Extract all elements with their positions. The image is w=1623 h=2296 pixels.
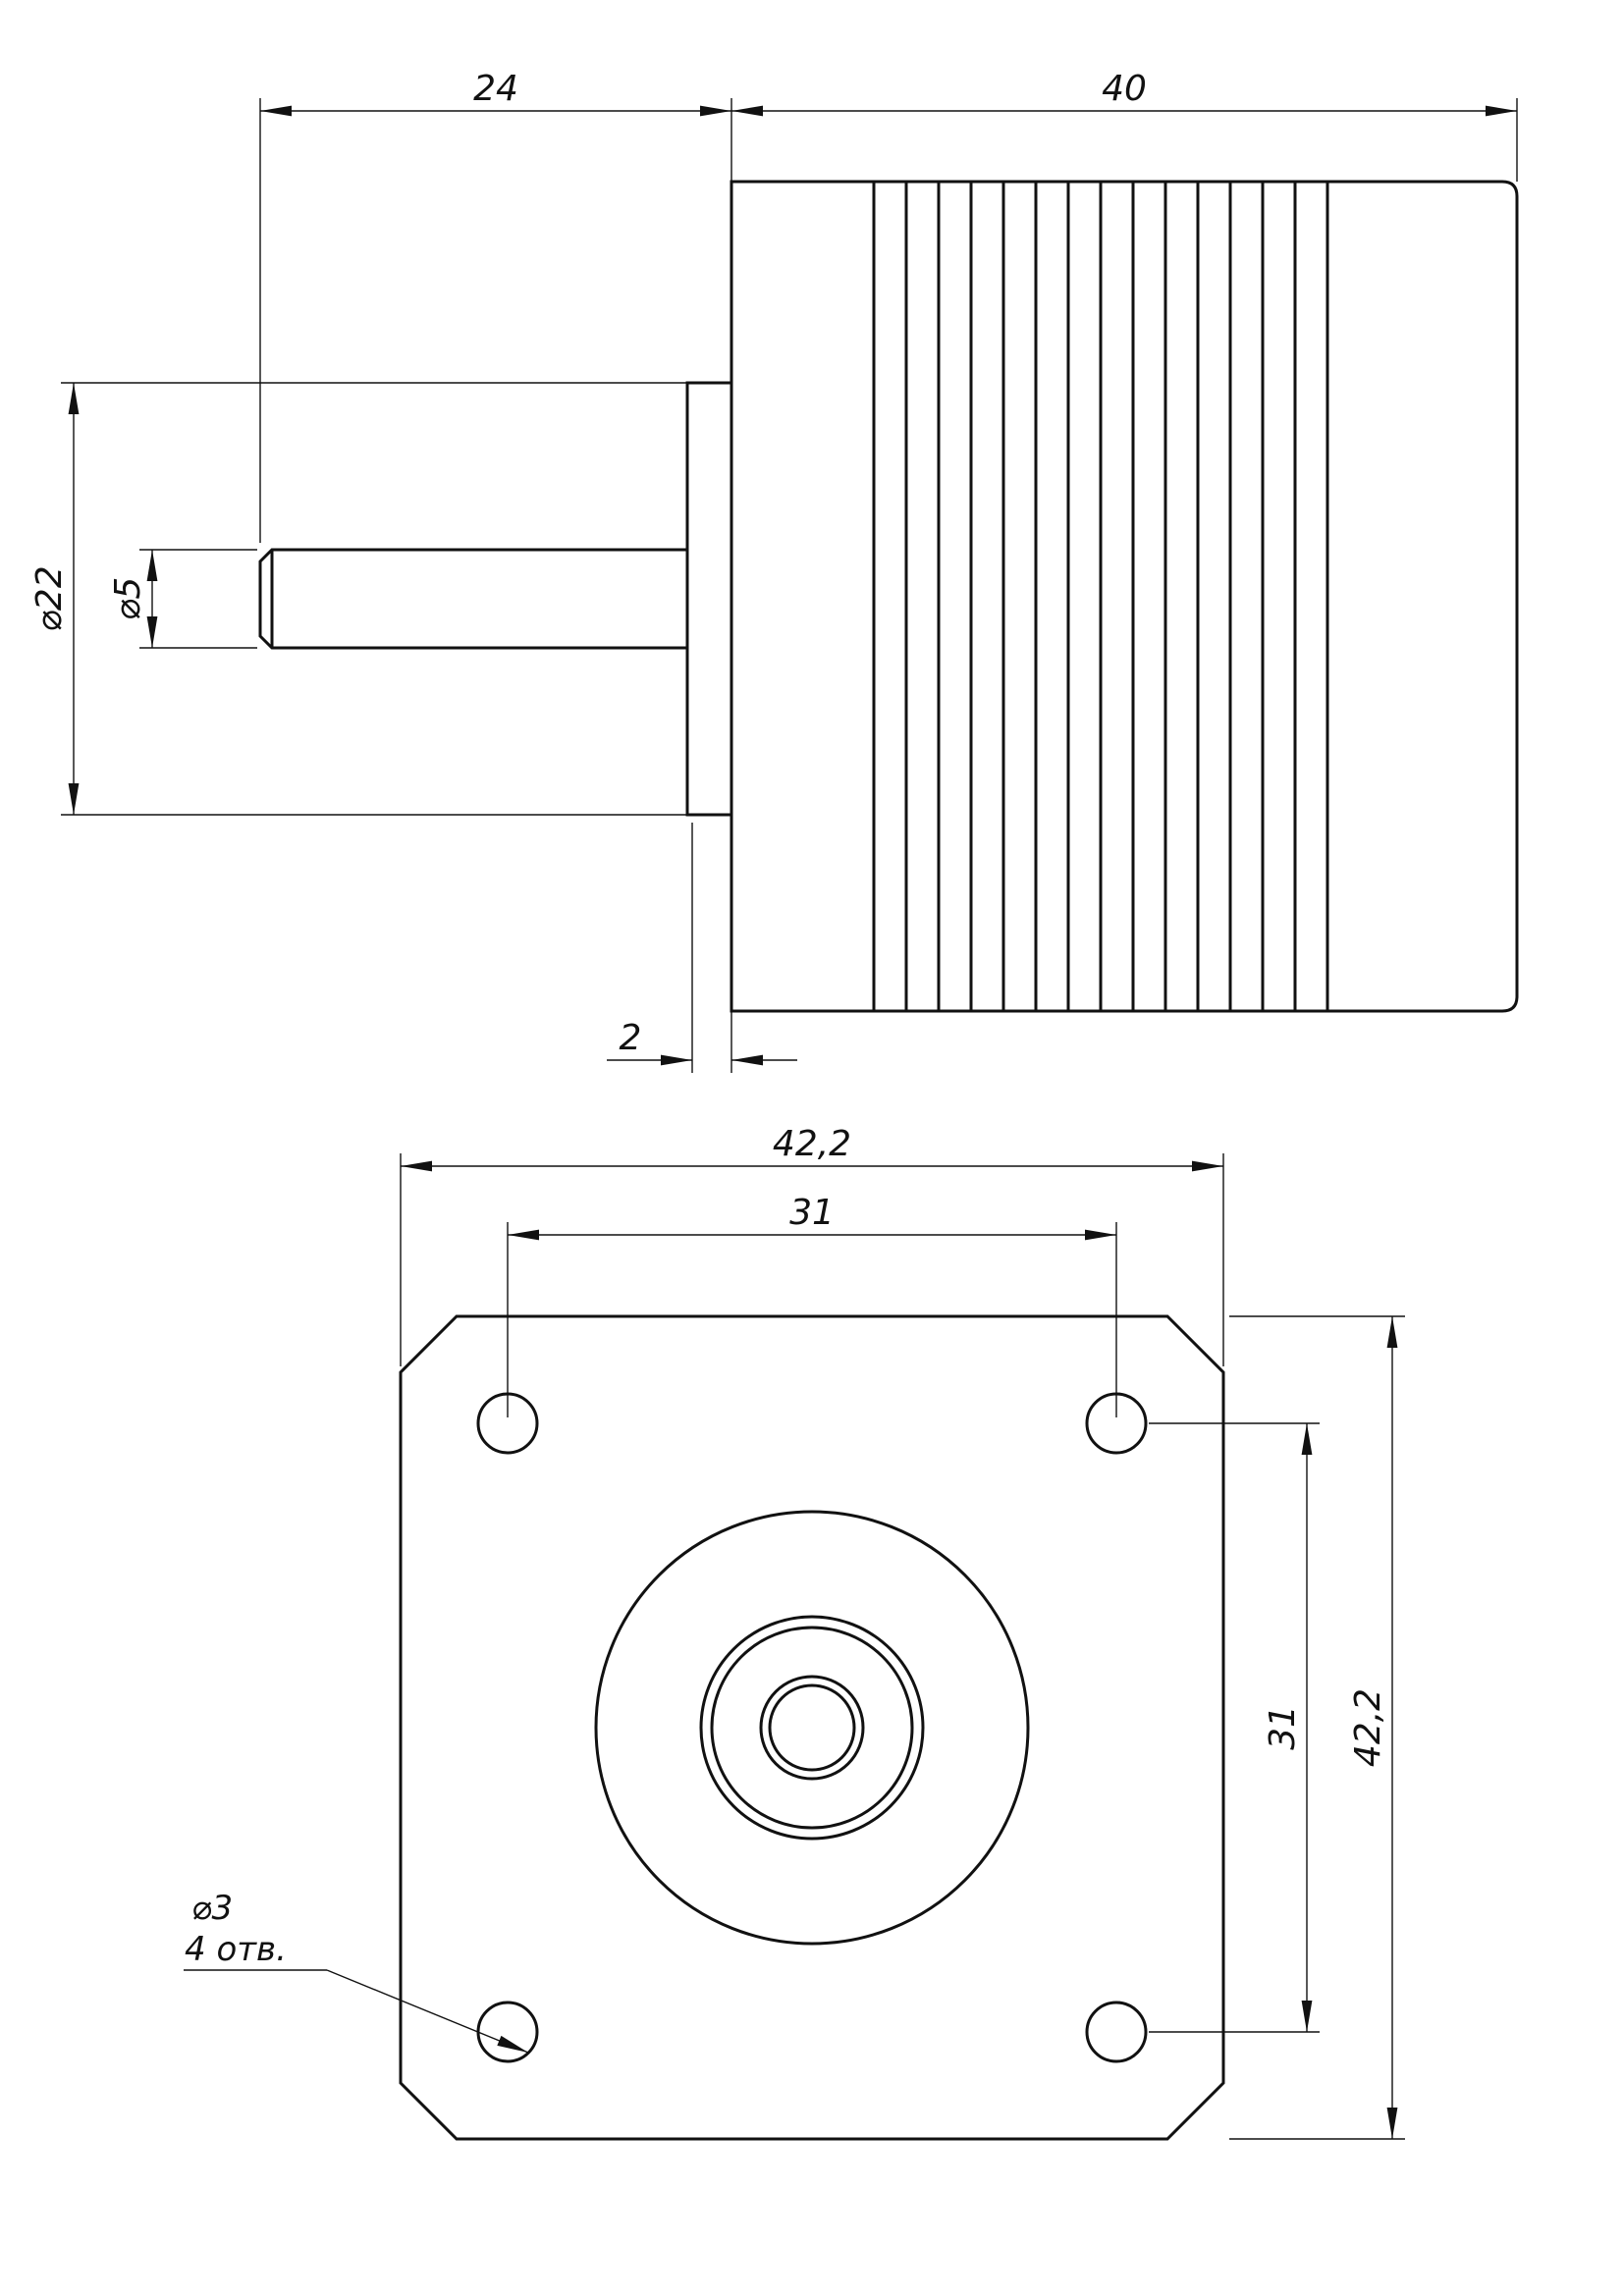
dim-boss-thickness: 2: [607, 823, 797, 1073]
mounting-holes: [476, 1392, 1148, 2063]
dim-label-width-42-2: 42,2: [773, 1124, 851, 1164]
dim-top-lengths: 24 40: [259, 69, 1518, 543]
dim-flange-width: 42,2: [400, 1124, 1224, 1366]
pilot-boss-circle: [594, 1510, 1030, 1946]
dim-label-24: 24: [473, 69, 518, 109]
side-view: 24 40 ⌀22 ⌀5 2: [29, 69, 1519, 1073]
dim-label-40: 40: [1102, 69, 1147, 109]
shaft-chamfer-circle: [768, 1683, 856, 1772]
mounting-hole-bottom-right: [1085, 2001, 1148, 2063]
center-circles: [594, 1510, 1030, 1946]
dim-label-31-horizontal: 31: [789, 1193, 835, 1233]
bearing-hub-outer-circle: [699, 1615, 925, 1841]
hole-callout: ⌀3 4 отв.: [184, 1889, 529, 2054]
flange-outline: [399, 1314, 1225, 2141]
dim-label-31-vertical: 31: [1263, 1705, 1303, 1750]
front-view: 42,2 31 31 42,2 ⌀3 4 отв.: [184, 1124, 1405, 2141]
dim-shaft-diameter: ⌀5: [108, 549, 257, 649]
dim-label-height-42-2: 42,2: [1348, 1688, 1388, 1767]
motor-body-outline: [730, 180, 1519, 1013]
dim-label-d22: ⌀22: [29, 565, 70, 631]
dim-hole-spacing-horizontal: 31: [507, 1193, 1117, 1417]
leader-line: [326, 1969, 529, 2054]
shaft-circle: [759, 1675, 865, 1781]
dim-boss-diameter: ⌀22: [29, 382, 687, 816]
dim-hole-spacing-vertical: 31: [1149, 1422, 1320, 2033]
dim-label-hole-count: 4 отв.: [185, 1930, 287, 1969]
dim-label-2: 2: [620, 1018, 642, 1058]
dim-label-d5: ⌀5: [108, 577, 148, 621]
dim-label-d3: ⌀3: [191, 1889, 233, 1928]
bearing-hub-inner-circle: [710, 1626, 914, 1830]
pilot-boss-plate: [685, 381, 731, 817]
shaft-outline: [258, 548, 687, 650]
dim-flange-height: 42,2: [1229, 1315, 1405, 2140]
motor-ribs: [872, 182, 1329, 1011]
